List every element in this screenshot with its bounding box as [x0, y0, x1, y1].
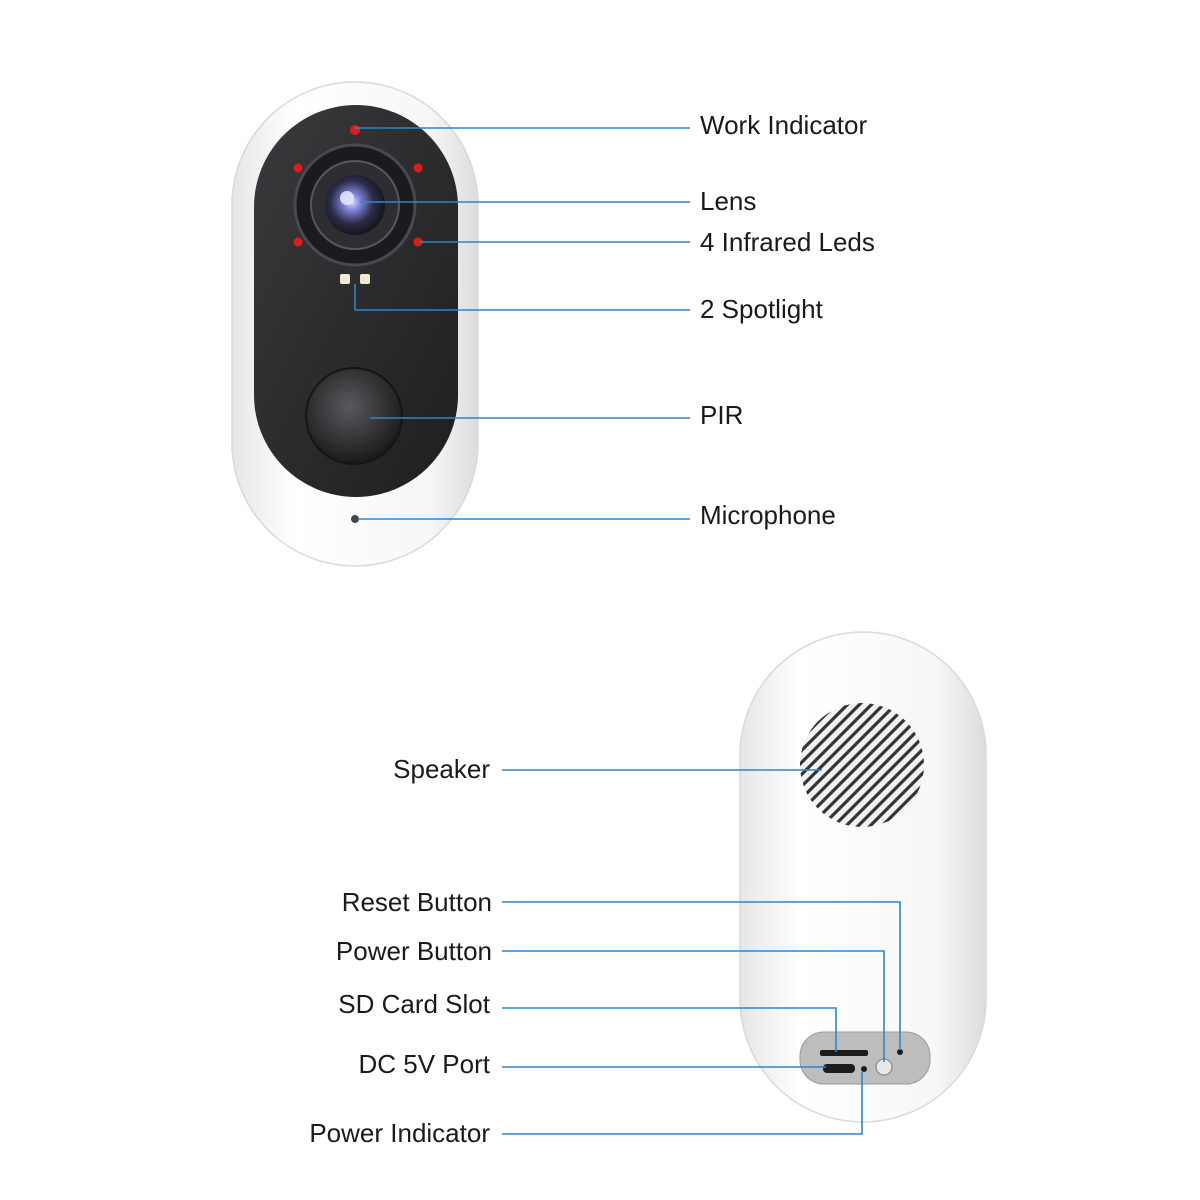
leader-reset-button — [502, 901, 901, 1050]
reset-button-hole — [897, 1049, 903, 1055]
label-microphone: Microphone — [700, 500, 836, 530]
leader-power-indicator — [502, 1072, 863, 1135]
label-dc-port: DC 5V Port — [359, 1049, 491, 1079]
infrared-led-bottom-left — [293, 237, 303, 247]
infrared-led-top-right — [413, 163, 423, 173]
label-lens: Lens — [700, 186, 756, 216]
spotlight-right — [360, 274, 370, 284]
back-leader-lines — [502, 769, 901, 1135]
label-pir: PIR — [700, 400, 743, 430]
label-spotlight: 2 Spotlight — [700, 294, 824, 324]
label-infrared-leds: 4 Infrared Leds — [700, 227, 875, 257]
lens-icon — [325, 175, 385, 235]
front-leader-lines — [354, 127, 690, 520]
infrared-led-top-left — [293, 163, 303, 173]
label-work-indicator: Work Indicator — [700, 110, 867, 140]
dc-port — [823, 1064, 855, 1073]
leader-power-button — [502, 950, 885, 1062]
label-reset-button: Reset Button — [342, 887, 492, 917]
pir-sensor — [305, 367, 403, 465]
work-indicator-led — [350, 125, 360, 135]
microphone-hole — [351, 515, 359, 523]
infrared-led-bottom-right — [413, 237, 423, 247]
lens-highlight — [340, 191, 354, 205]
port-panel — [799, 1031, 931, 1085]
front-camera — [231, 81, 479, 567]
label-power-indicator: Power Indicator — [309, 1118, 490, 1148]
back-camera — [739, 631, 987, 1123]
spotlight-left — [340, 274, 350, 284]
label-power-button: Power Button — [336, 936, 492, 966]
leader-sd-card-slot — [502, 1007, 837, 1052]
sd-card-slot — [820, 1050, 868, 1056]
label-speaker: Speaker — [393, 754, 490, 784]
power-indicator-light — [861, 1066, 867, 1072]
label-sd-card-slot: SD Card Slot — [338, 989, 490, 1019]
leader-spotlight — [354, 284, 690, 311]
